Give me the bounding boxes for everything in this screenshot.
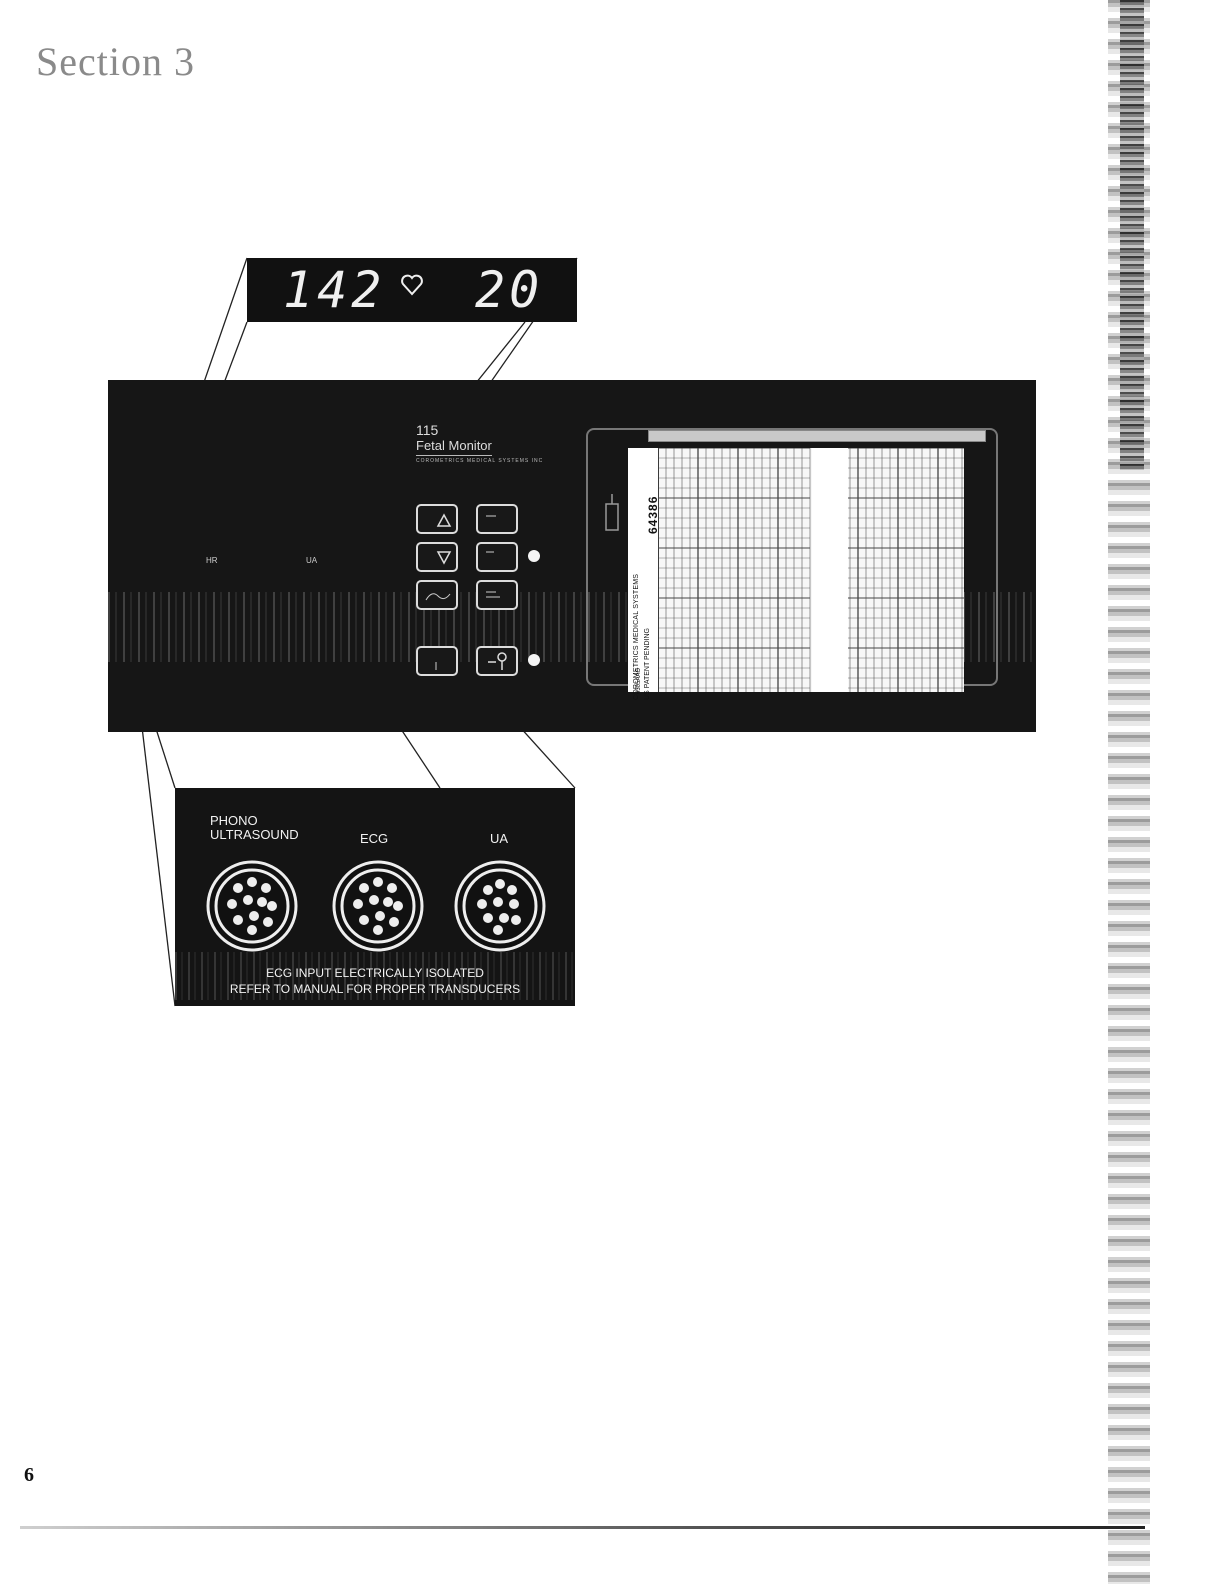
paper-patent-line: US PATENT PENDING xyxy=(644,628,651,700)
footer-rule xyxy=(20,1526,1145,1529)
page-number: 6 xyxy=(24,1464,34,1487)
decrease-button[interactable] xyxy=(416,542,458,572)
panel-key-middle-right[interactable] xyxy=(476,542,518,572)
panel-key-bottom-right[interactable] xyxy=(476,580,518,610)
indicator-led-lower xyxy=(528,654,540,666)
panel-key-top-right[interactable] xyxy=(476,504,518,534)
chart-paper xyxy=(628,448,964,692)
heart-rate-readout: 142 xyxy=(283,264,385,316)
triangle-down-icon xyxy=(418,544,456,570)
ua-label: UA xyxy=(306,556,317,565)
manufacturer-line: COROMETRICS MEDICAL SYSTEMS INC xyxy=(416,458,543,464)
ecg-isolation-warning: ECG INPUT ELECTRICALLY ISOLATED xyxy=(175,966,575,980)
indicator-led-upper xyxy=(528,550,540,562)
ua-connector-label: UA xyxy=(490,832,508,846)
model-number: 115 xyxy=(416,422,438,438)
ecg-label: ECG xyxy=(360,832,388,846)
paper-part-code: 4305AAO xyxy=(636,668,642,694)
panel-key-bottom-left[interactable] xyxy=(416,580,458,610)
panel-key-lower-left[interactable] xyxy=(416,646,458,676)
heart-icon xyxy=(399,272,425,298)
uterine-activity-readout: 20 xyxy=(475,264,543,316)
paper-feed-icon xyxy=(600,490,626,540)
ua-connector[interactable] xyxy=(454,860,546,952)
key-marking-icon xyxy=(418,648,456,674)
paper-guide-bar xyxy=(648,430,986,442)
paper-serial-number: 64386 xyxy=(646,496,660,534)
paper-blank-band xyxy=(812,448,848,692)
key-marking-icon xyxy=(478,582,516,608)
phono-ultrasound-connector[interactable] xyxy=(206,860,298,952)
key-marking-icon xyxy=(478,544,516,570)
marker-button[interactable] xyxy=(476,646,518,676)
phono-ultrasound-label: PHONO ULTRASOUND xyxy=(210,814,299,842)
increase-button[interactable] xyxy=(416,504,458,534)
display-callout: 142 20 xyxy=(247,258,577,322)
key-marking-icon xyxy=(418,582,456,608)
transducer-warning: REFER TO MANUAL FOR PROPER TRANSDUCERS xyxy=(175,982,575,996)
hr-label: HR xyxy=(206,556,218,565)
ecg-connector[interactable] xyxy=(332,860,424,952)
marker-pen-icon xyxy=(478,648,516,674)
chart-paper-grid xyxy=(658,448,964,692)
key-marking-icon xyxy=(478,506,516,532)
triangle-up-icon xyxy=(418,506,456,532)
model-name: Fetal Monitor xyxy=(416,438,492,456)
